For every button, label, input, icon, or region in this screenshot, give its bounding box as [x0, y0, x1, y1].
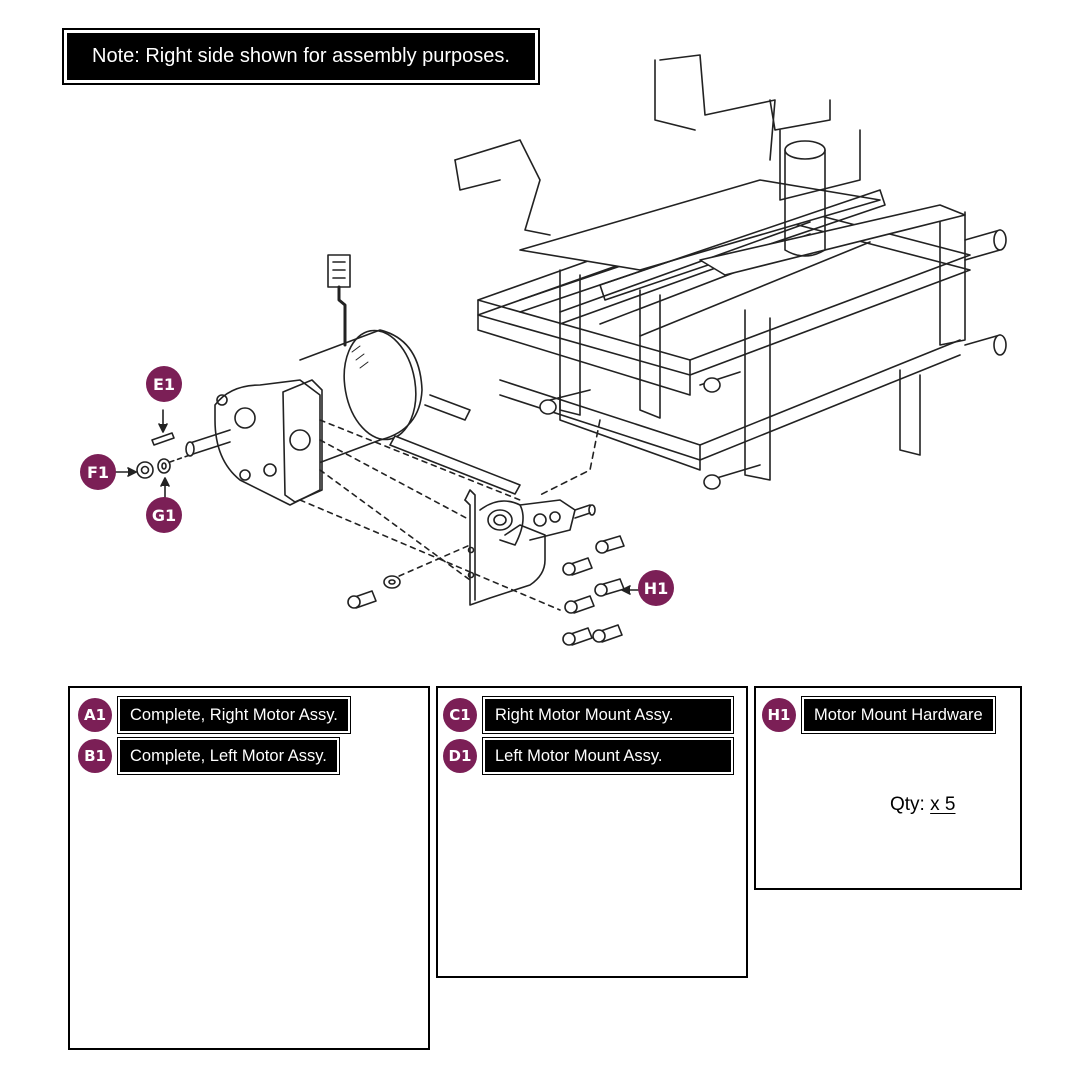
label-h1-text: Motor Mount Hardware: [804, 699, 993, 731]
label-h1-row: H1 Motor Mount Hardware: [762, 698, 993, 732]
callout-g1: G1: [146, 497, 182, 533]
quantity-label: Qty:: [890, 794, 925, 815]
label-c1-row: C1 Right Motor Mount Assy.: [443, 698, 731, 732]
label-a1-text: Complete, Right Motor Assy.: [120, 699, 348, 731]
callout-f1: F1: [80, 454, 116, 490]
mount-bracket-exploded: [347, 435, 639, 646]
assembly-note: Note: Right side shown for assembly purp…: [62, 28, 540, 85]
callout-c1: C1: [443, 698, 477, 732]
hardware-panel: H1 Motor Mount Hardware Qty: x 5: [754, 686, 1022, 890]
chair-frame: [454, 54, 1007, 496]
label-d1-row: D1 Left Motor Mount Assy.: [443, 739, 731, 773]
callout-a1: A1: [78, 698, 112, 732]
quantity-text: Qty: x 5: [890, 794, 955, 816]
label-a1-row: A1 Complete, Right Motor Assy.: [78, 698, 348, 732]
callout-d1: D1: [443, 739, 477, 773]
callout-h1-panel: H1: [762, 698, 796, 732]
label-b1-text: Complete, Left Motor Assy.: [120, 740, 337, 772]
callout-e1: E1: [146, 366, 182, 402]
label-b1-row: B1 Complete, Left Motor Assy.: [78, 739, 337, 773]
quantity-value: x 5: [930, 794, 956, 815]
motor-mount-panel: C1 Right Motor Mount Assy. D1 Left Motor…: [436, 686, 748, 978]
motor-exploded: [114, 254, 561, 611]
motor-assembly-panel: A1 Complete, Right Motor Assy. B1 Comple…: [68, 686, 430, 1050]
assembly-note-text: Note: Right side shown for assembly purp…: [67, 33, 535, 80]
callout-b1: B1: [78, 739, 112, 773]
label-c1-text: Right Motor Mount Assy.: [485, 699, 731, 731]
callout-h1: H1: [638, 570, 674, 606]
label-d1-text: Left Motor Mount Assy.: [485, 740, 731, 772]
